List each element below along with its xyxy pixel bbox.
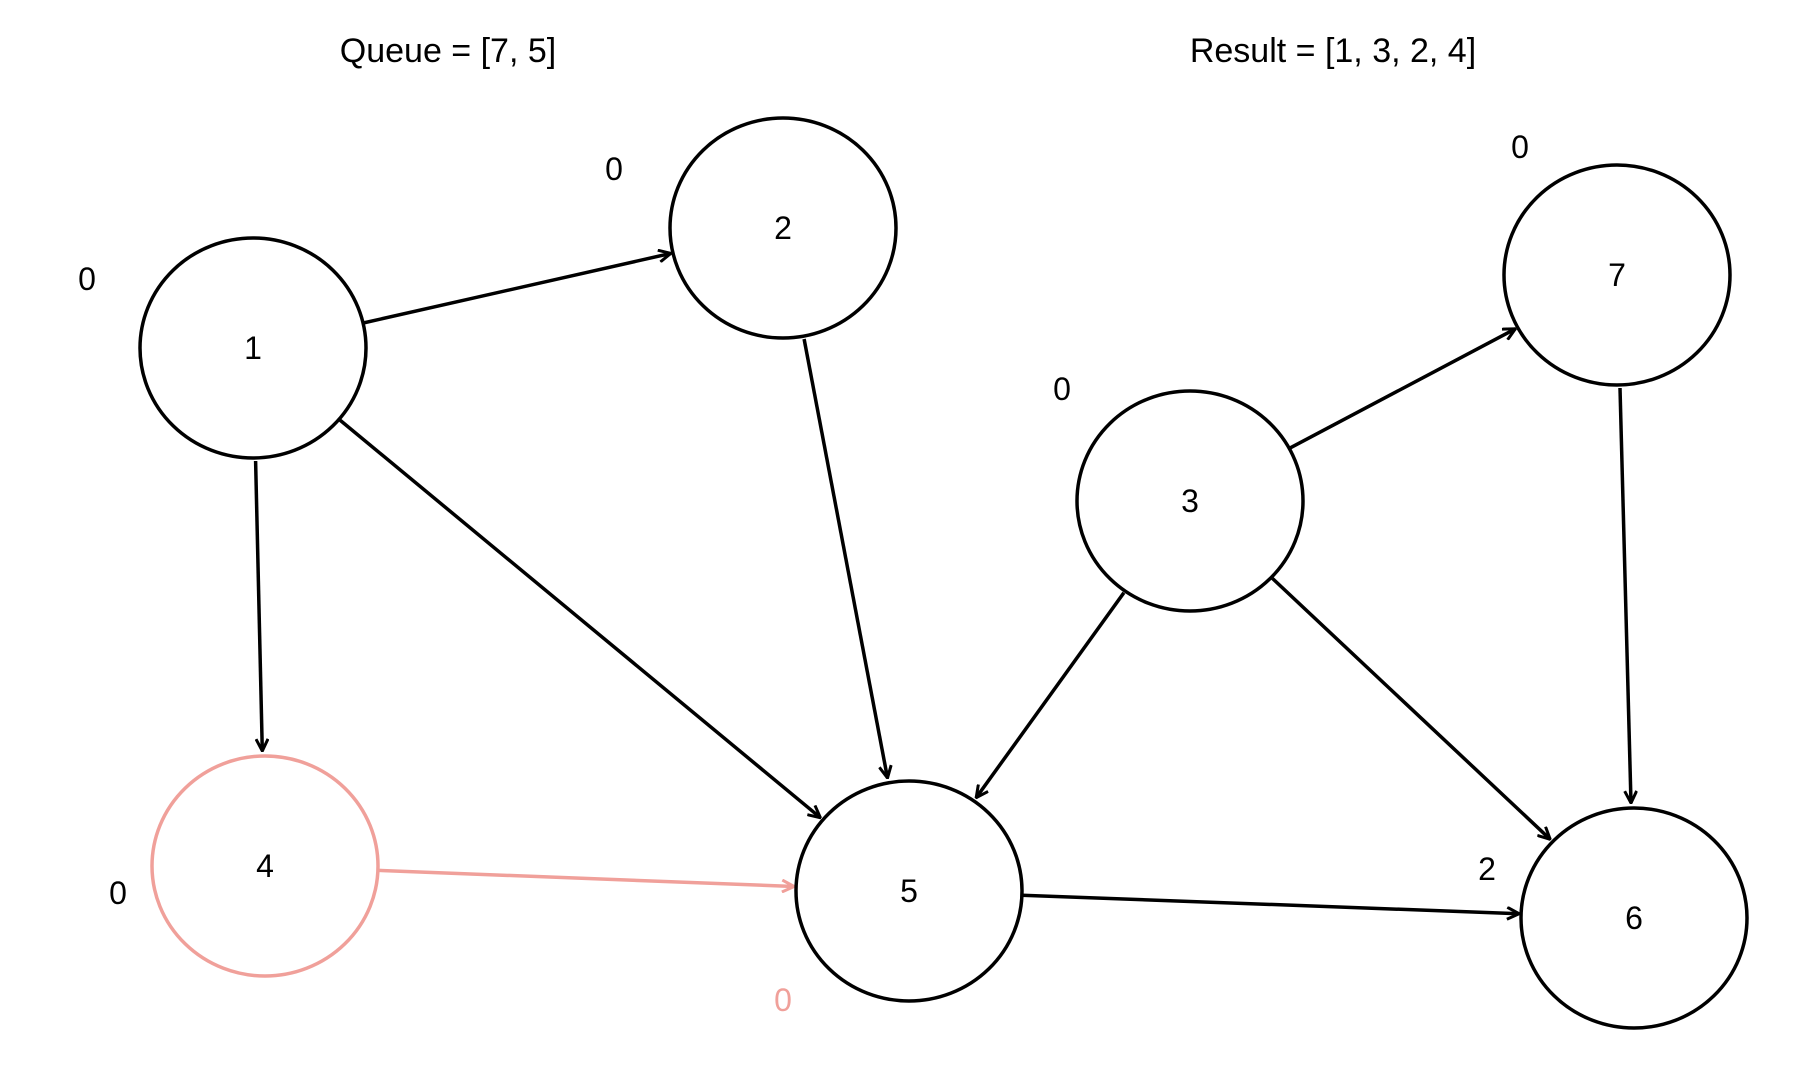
edge-3-to-5 bbox=[976, 591, 1126, 798]
edge-1-to-2 bbox=[362, 253, 671, 325]
edge-1-to-4 bbox=[253, 460, 263, 751]
indegree-label: 0 bbox=[109, 875, 127, 911]
node-label: 3 bbox=[1181, 483, 1199, 519]
node-5: 50 bbox=[774, 779, 1024, 1018]
node-label: 2 bbox=[774, 210, 792, 246]
node-label: 7 bbox=[1608, 257, 1626, 293]
edge-4-to-5 bbox=[377, 868, 794, 886]
node-1: 10 bbox=[78, 236, 368, 460]
indegree-label: 0 bbox=[605, 151, 623, 187]
edge-7-to-6 bbox=[1618, 387, 1631, 803]
indegree-label: 0 bbox=[78, 261, 96, 297]
node-label: 1 bbox=[244, 330, 262, 366]
node-circle bbox=[150, 754, 380, 978]
node-label: 5 bbox=[900, 873, 918, 909]
node-circle bbox=[1075, 389, 1305, 613]
node-3: 30 bbox=[1053, 371, 1305, 613]
indegree-label: 0 bbox=[1511, 129, 1529, 165]
indegree-label: 0 bbox=[1053, 371, 1071, 407]
edge-3-to-6 bbox=[1271, 577, 1550, 839]
edge-5-to-6 bbox=[1021, 893, 1519, 914]
node-circle bbox=[794, 779, 1024, 1003]
node-label: 4 bbox=[256, 848, 274, 884]
node-2: 20 bbox=[605, 116, 898, 340]
node-circle bbox=[668, 116, 898, 340]
edges-layer bbox=[253, 253, 1631, 914]
indegree-label: 0 bbox=[774, 982, 792, 1018]
node-4: 40 bbox=[109, 754, 380, 978]
edge-2-to-5 bbox=[802, 338, 887, 778]
node-7: 70 bbox=[1502, 129, 1732, 387]
edge-3-to-7 bbox=[1289, 329, 1516, 450]
queue-label: Queue = [7, 5] bbox=[340, 32, 556, 70]
indegree-label: 2 bbox=[1478, 851, 1496, 887]
edge-1-to-5 bbox=[338, 418, 820, 818]
node-label: 6 bbox=[1625, 900, 1643, 936]
result-label: Result = [1, 3, 2, 4] bbox=[1190, 32, 1476, 70]
node-circle bbox=[1519, 806, 1749, 1030]
node-circle bbox=[1502, 163, 1732, 387]
node-circle bbox=[138, 236, 368, 460]
node-6: 62 bbox=[1478, 806, 1749, 1030]
